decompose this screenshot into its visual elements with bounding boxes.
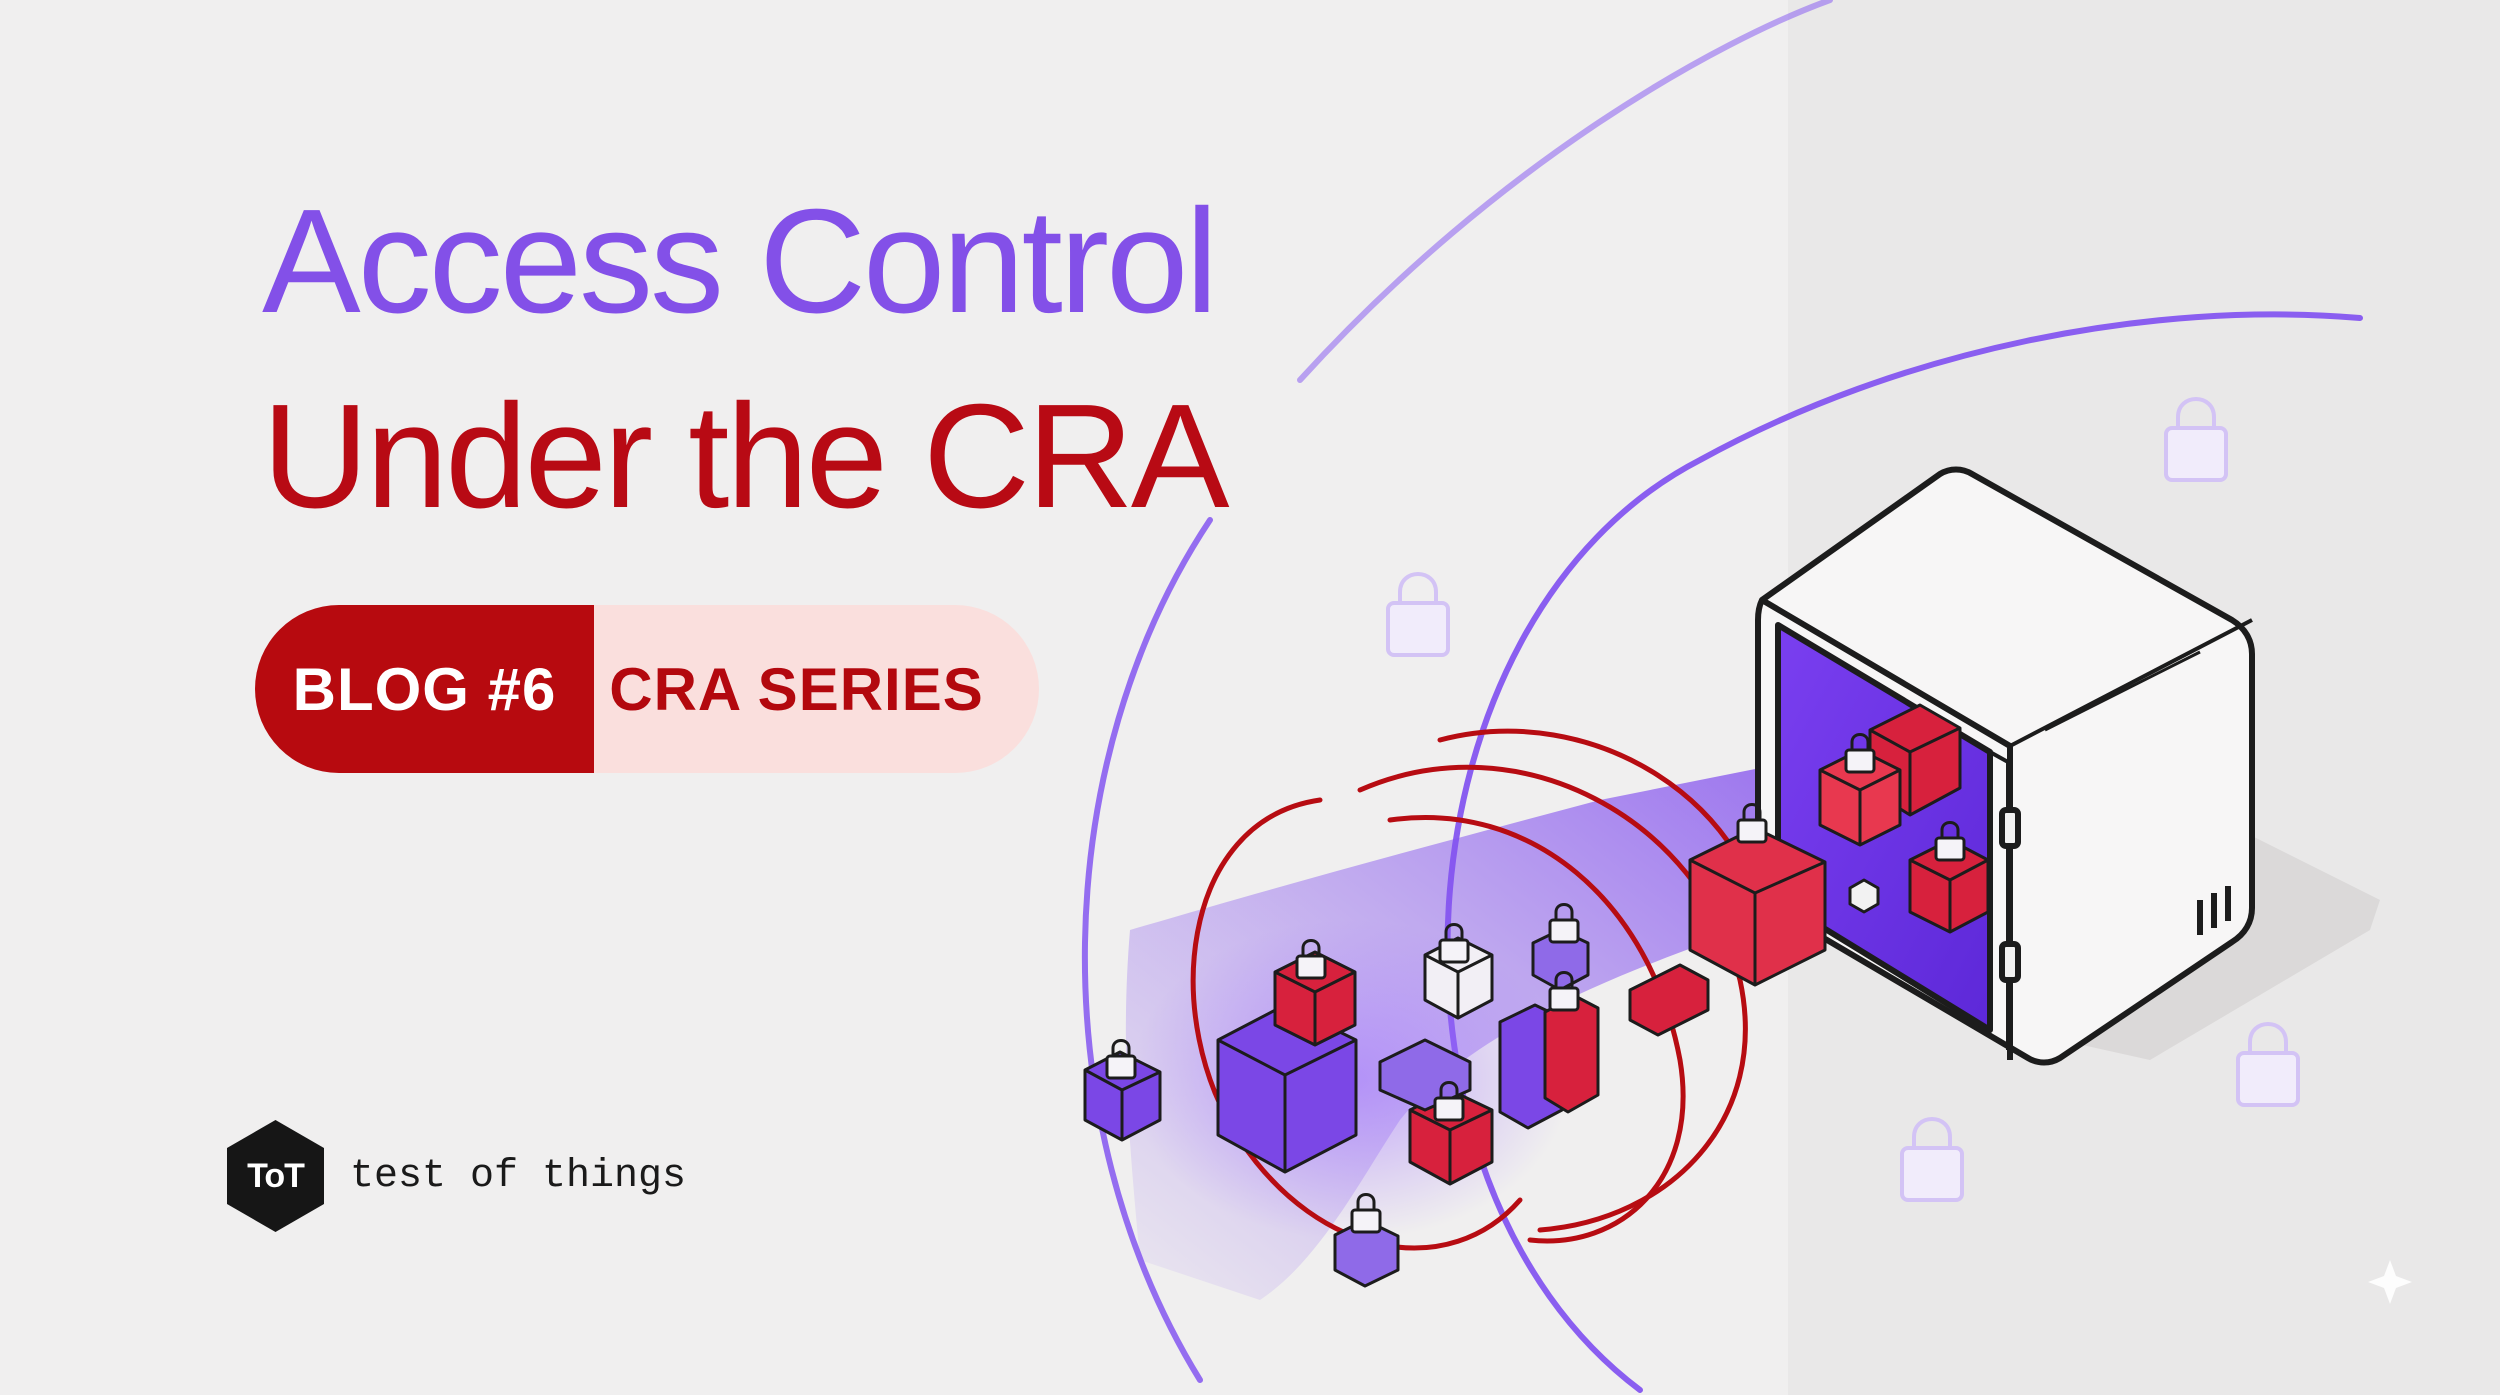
padlock-icon (1844, 733, 1876, 774)
data-cube-icon (1083, 1050, 1162, 1142)
padlock-icon (1900, 1117, 1964, 1202)
padlock-icon (1934, 821, 1966, 862)
badge-series-label: CRA SERIES (609, 655, 984, 723)
padlocks-small (1105, 733, 1966, 1234)
data-cube-icon (1378, 1038, 1472, 1112)
padlocks-faint (1386, 397, 2300, 1202)
purple-arc-left (1081, 517, 1213, 1383)
padlock-icon (1548, 903, 1580, 944)
padlock-icon (1736, 803, 1768, 844)
brand-footer: ToT test of things (227, 1120, 686, 1232)
padlock-icon (2164, 397, 2228, 482)
badge-series: CRA SERIES (594, 605, 1039, 773)
title-line-1: Access Control (262, 179, 1218, 344)
padlock-icon (1433, 1081, 1465, 1122)
title-line-2: Under the CRA (262, 374, 1230, 539)
padlock-icon (1295, 939, 1327, 980)
data-cube-icon (1543, 994, 1600, 1114)
padlock-icon (1548, 971, 1580, 1012)
series-badge: BLOG #6 CRA SERIES (255, 605, 1039, 773)
sparkle-icon (2368, 1260, 2412, 1304)
hexagon-logo-icon: ToT (227, 1120, 324, 1232)
padlock-icon (1386, 572, 1450, 657)
data-cube-icon (1688, 826, 1827, 987)
purple-arc-top (1297, 0, 1833, 383)
brand-name: test of things (350, 1153, 687, 1199)
padlock-icon (1105, 1039, 1137, 1080)
badge-blog-number-label: BLOG #6 (292, 655, 557, 723)
data-cube-icon (1848, 878, 1880, 914)
red-ring-4 (1387, 814, 1686, 1244)
data-cube-icon (1273, 950, 1357, 1047)
padlock-icon (1350, 1193, 1382, 1234)
badge-blog-number: BLOG #6 (255, 605, 594, 773)
padlock-icon (1438, 923, 1470, 964)
data-cube-icon (1628, 963, 1710, 1037)
logo-text: ToT (247, 1156, 305, 1195)
padlock-icon (2236, 1022, 2300, 1107)
